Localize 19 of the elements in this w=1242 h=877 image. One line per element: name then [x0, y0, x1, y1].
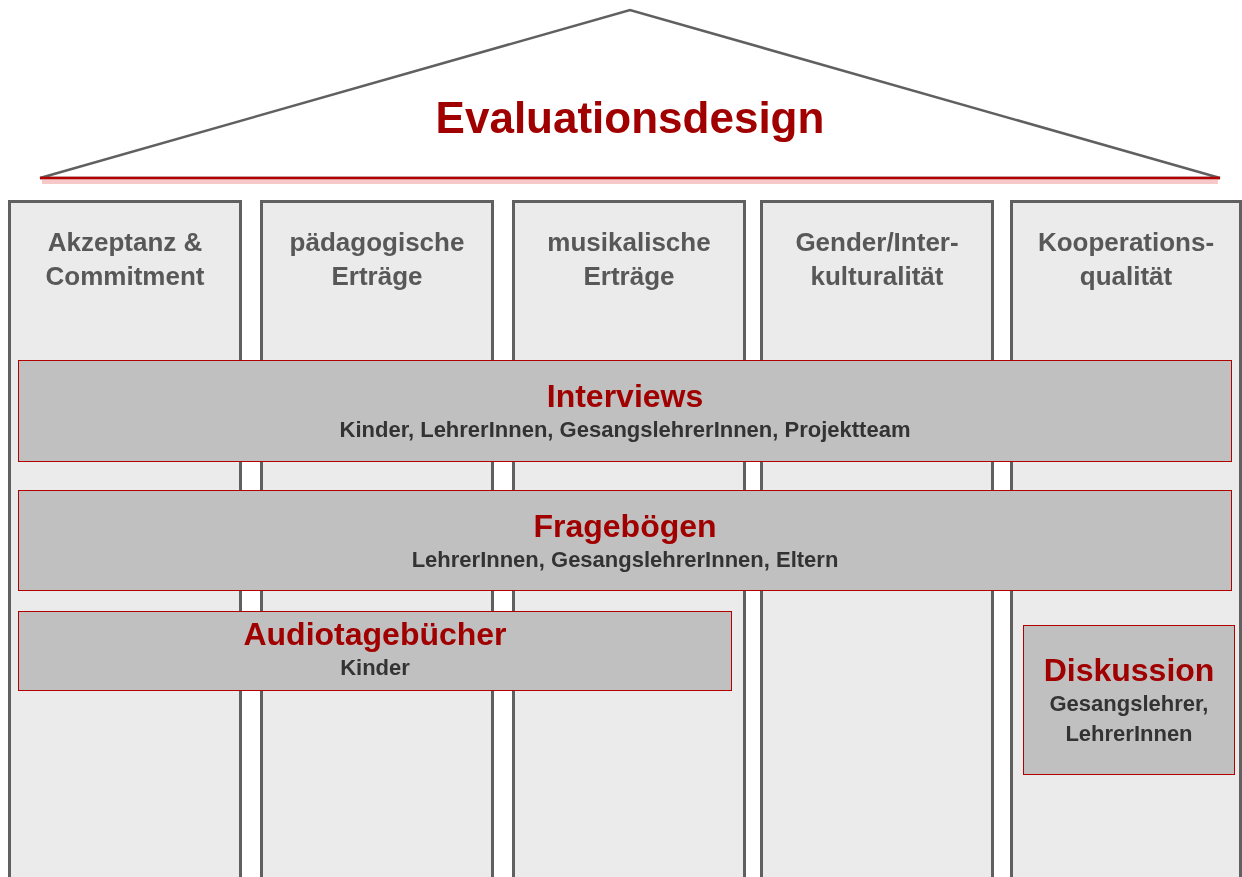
- method-participants: LehrerInnen, GesangslehrerInnen, Eltern: [411, 545, 839, 574]
- method-title: Interviews: [546, 377, 704, 415]
- pillar-heading: Kooperations- qualität: [1036, 226, 1216, 293]
- method-band: [18, 360, 1232, 462]
- method-band: [18, 611, 732, 691]
- method-participants: Kinder: [340, 654, 410, 682]
- method-title: Fragebögen: [533, 506, 717, 545]
- pillar-heading: Gender/Inter- kulturalität: [794, 226, 960, 293]
- method-title: Audiotagebücher: [243, 615, 507, 653]
- method-participants: Kinder, LehrerInnen, GesangslehrerInnen, Projektteam: [339, 416, 911, 444]
- pillar-heading: Akzeptanz & Commitment: [44, 226, 206, 293]
- method-participants: Gesangslehrer, LehrerInnen: [1048, 690, 1210, 748]
- method-title: Diskussion: [1043, 651, 1215, 689]
- method-band: [1023, 625, 1235, 775]
- method-band: [18, 490, 1232, 591]
- pillar-heading: musikalische Erträge: [546, 226, 712, 293]
- pillar-heading: pädagogische Erträge: [288, 226, 466, 293]
- roof-label: Evaluationsdesign: [435, 93, 825, 143]
- roof-triangle: [38, 8, 1222, 184]
